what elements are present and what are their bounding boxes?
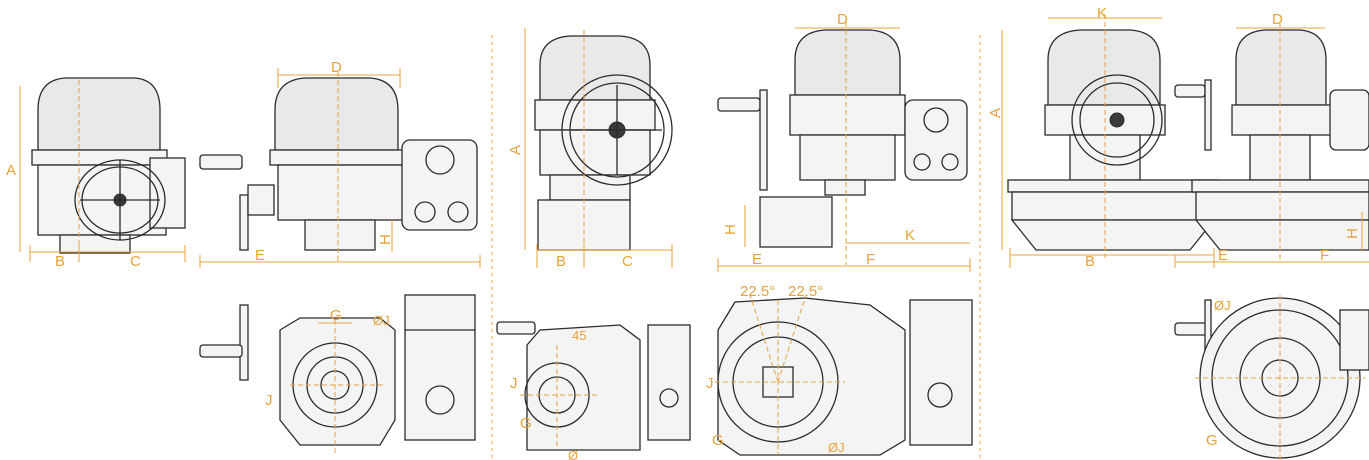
label-b: B <box>556 253 566 270</box>
label-bolt-circle-diameter: ØJ <box>373 313 390 328</box>
label-f: F <box>1320 247 1329 264</box>
label-f: F <box>866 251 875 268</box>
label-k: K <box>905 227 915 244</box>
label-b: B <box>55 253 65 270</box>
label-e: E <box>752 251 762 268</box>
label-j-large: J <box>706 375 714 392</box>
label-j: J <box>265 392 273 409</box>
label-a: A <box>987 108 1004 118</box>
label-g: G <box>330 307 342 324</box>
actuator-medium-side-view <box>717 29 968 248</box>
label-h: H <box>1344 228 1361 239</box>
label-diameter: Ø <box>568 448 578 460</box>
label-c: C <box>622 253 633 270</box>
label-g: G <box>1206 432 1218 449</box>
label-angle-45: 45 <box>572 328 586 343</box>
label-bolt-circle-diameter: ØJ <box>1214 298 1231 313</box>
actuator-small-bottom-view <box>199 294 476 446</box>
label-bolt-circle-diameter: ØJ <box>828 440 845 455</box>
label-j: J <box>510 375 518 392</box>
actuator-medium-front-view <box>534 35 673 251</box>
label-angle-left: 22.5° <box>740 283 775 300</box>
label-d: D <box>1272 11 1283 28</box>
label-d: D <box>331 59 342 76</box>
label-angle-right: 22.5° <box>788 283 823 300</box>
label-e: E <box>255 247 265 264</box>
label-e: E <box>1218 247 1228 264</box>
label-a: A <box>507 145 524 155</box>
label-h: H <box>722 224 739 235</box>
label-h: H <box>377 234 394 245</box>
label-g: G <box>520 415 532 432</box>
label-g-large: G <box>712 432 724 449</box>
actuator-large-side-view <box>1174 29 1369 251</box>
actuator-medium-bottom-view <box>496 297 973 456</box>
label-b: B <box>1085 253 1095 270</box>
label-d: D <box>837 11 848 28</box>
label-c: C <box>130 253 141 270</box>
label-a: A <box>6 162 16 179</box>
actuator-small-side-view <box>199 77 478 251</box>
actuator-large-front-view <box>1007 29 1219 251</box>
actuator-small-front-view <box>31 77 186 254</box>
label-k: K <box>1097 5 1107 22</box>
